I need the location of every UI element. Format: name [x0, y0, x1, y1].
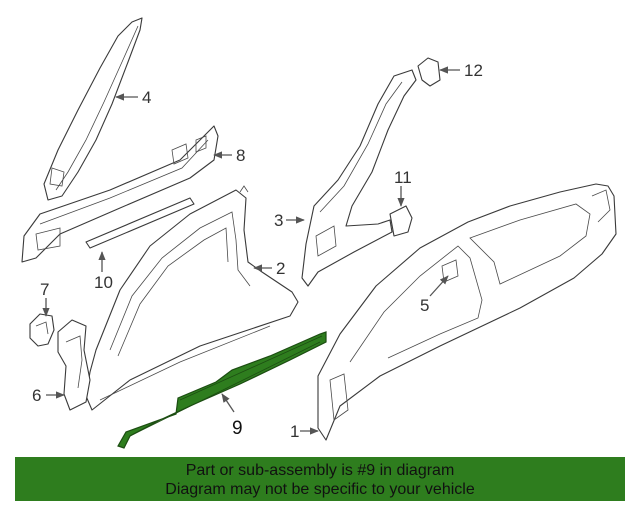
parts-diagram: 1 2 3 4 5 6 7 8 9 10 11 12	[21, 17, 617, 449]
part-2-side-frame-front[interactable]	[85, 185, 299, 411]
part-info-banner: Part or sub-assembly is #9 in diagram Di…	[15, 457, 625, 501]
part-7-bracket[interactable]	[29, 313, 55, 347]
part-3-b-pillar[interactable]	[301, 69, 417, 287]
part-6-pillar-reinforcement[interactable]	[57, 319, 91, 411]
callout-3: 3	[274, 211, 283, 230]
callout-6: 6	[32, 386, 41, 405]
part-4-a-pillar-upper[interactable]	[43, 17, 143, 201]
callout-10: 10	[94, 273, 113, 292]
part-10-strip[interactable]	[85, 197, 195, 249]
callout-4: 4	[142, 88, 151, 107]
leader-lines	[42, 66, 460, 435]
part-11-plate[interactable]	[389, 205, 413, 237]
part-1-side-panel[interactable]	[317, 183, 617, 441]
callout-12: 12	[464, 61, 483, 80]
banner-line-1: Part or sub-assembly is #9 in diagram	[185, 462, 455, 479]
callout-7: 7	[40, 280, 49, 299]
callout-11: 11	[394, 168, 412, 187]
callout-5: 5	[420, 296, 429, 315]
part-8-hinge-panel[interactable]	[21, 125, 219, 263]
callout-9: 9	[232, 418, 243, 439]
callout-8: 8	[236, 146, 245, 165]
part-12-bracket[interactable]	[417, 57, 441, 87]
callout-1: 1	[290, 422, 299, 441]
callout-labels: 1 2 3 4 5 6 7 8 9 10 11 12	[32, 61, 483, 441]
callout-2: 2	[276, 259, 285, 278]
banner-line-2: Diagram may not be specific to your vehi…	[165, 481, 475, 498]
part-9-rocker-sill-highlighted[interactable]	[117, 331, 327, 449]
